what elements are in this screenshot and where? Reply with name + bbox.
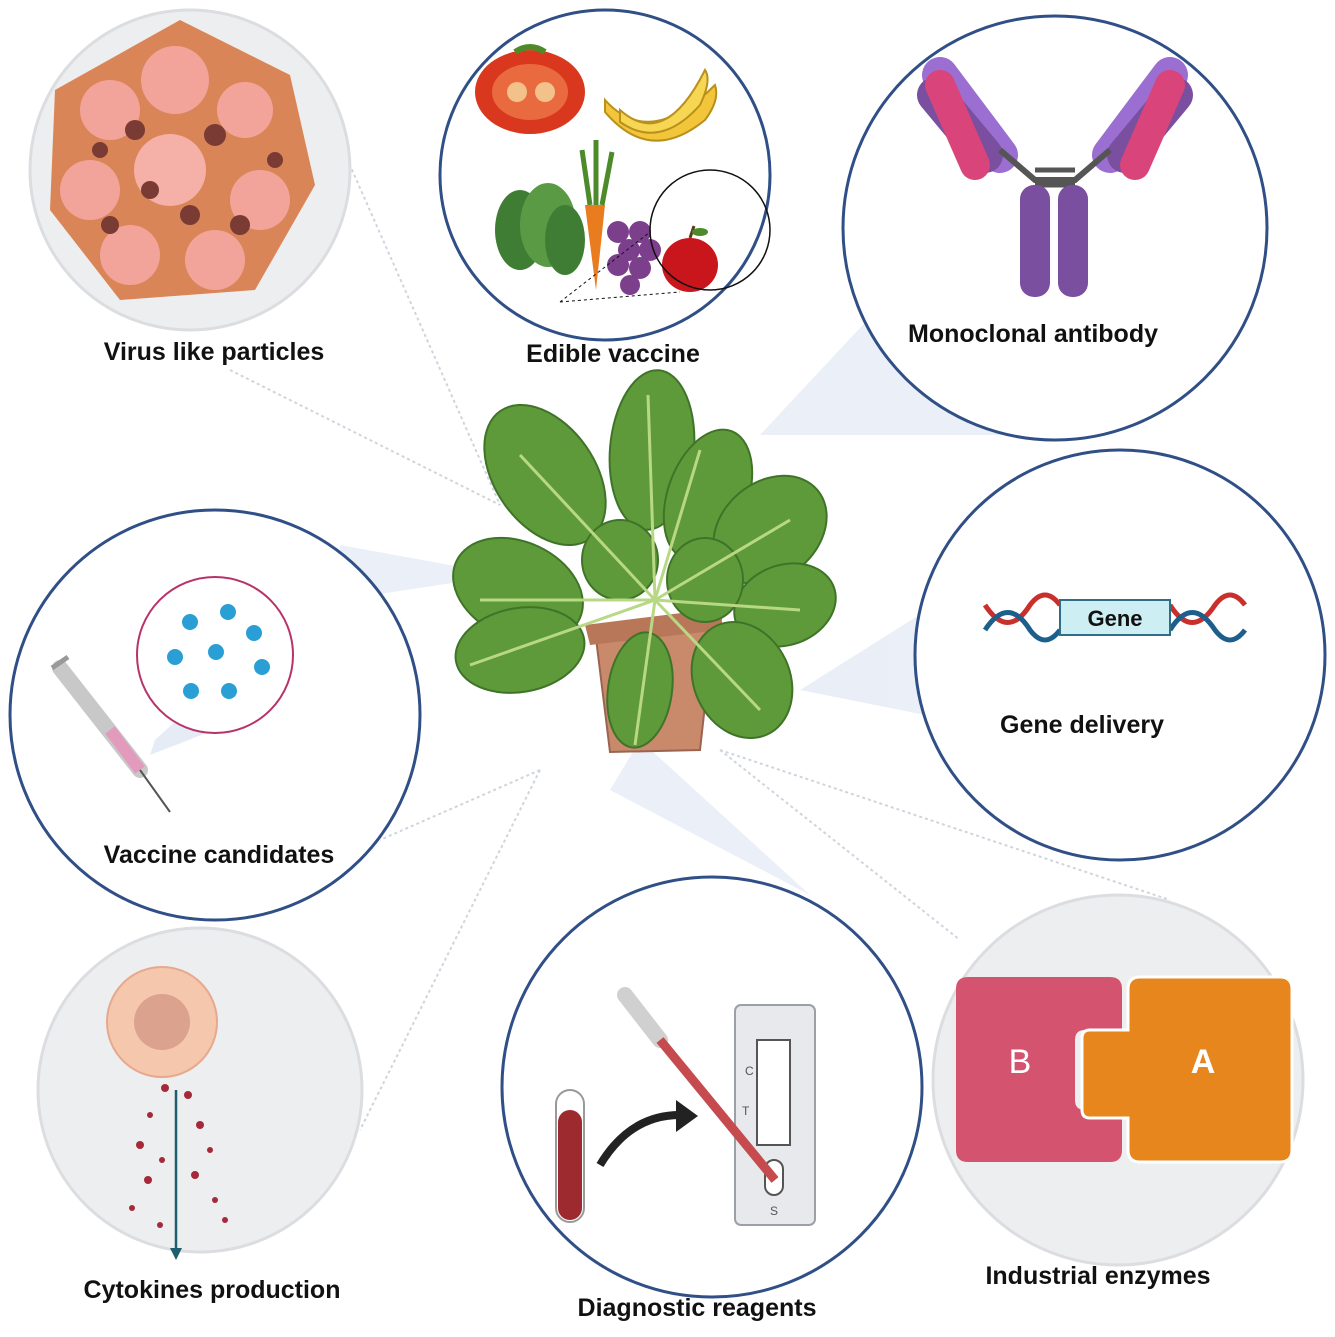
pipette-icon: [617, 987, 779, 1183]
gene-delivery-label: Gene delivery: [1000, 711, 1164, 739]
test-line-label: T: [742, 1104, 750, 1118]
zoom-circle: [649, 169, 771, 291]
vaccine-candidates-label: Vaccine candidates: [103, 841, 335, 869]
diagnostic-label: Diagnostic reagents: [577, 1294, 817, 1322]
sample-well-label: S: [770, 1204, 778, 1218]
carrot-icon: [579, 140, 615, 290]
vaccine-panel: [8, 508, 422, 922]
tomato-icon: [475, 44, 585, 134]
cytokines-panel: [36, 926, 364, 1260]
enzyme-a-label: A: [1191, 1043, 1216, 1081]
virus-particle-icon: [50, 20, 315, 300]
dna-helix-icon: [982, 592, 1247, 643]
antibody-panel: [841, 14, 1269, 442]
syringe-icon: [50, 654, 171, 813]
antibody-label: Monoclonal antibody: [908, 320, 1158, 348]
cell-nucleus-icon: [134, 994, 190, 1050]
antibody-circle: [841, 14, 1269, 442]
connector-lines: [229, 119, 1171, 1131]
gene-delivery-circle: [913, 448, 1327, 862]
gene-box-label: Gene: [1087, 606, 1142, 631]
arrowhead-icon: [170, 1248, 182, 1260]
zoom-lines: [559, 231, 681, 303]
cytokines-circle: [36, 926, 364, 1254]
apple-icon: [662, 225, 718, 292]
banana-icon: [604, 68, 718, 142]
cytokine-dots: [129, 1084, 228, 1228]
leafy-greens-icon: [495, 183, 585, 275]
enzymes-panel: B A: [931, 893, 1305, 1267]
enzyme-b-shape: [956, 977, 1122, 1162]
edible-vaccine-circle: [438, 8, 772, 342]
enzyme-b-label: B: [1009, 1043, 1032, 1081]
edible-vaccine-panel: [438, 8, 772, 342]
gene-box: [1059, 599, 1171, 636]
enzymes-label: Industrial enzymes: [985, 1262, 1211, 1290]
central-plant-icon: [452, 369, 837, 754]
diagnostic-circle: [500, 875, 924, 1299]
vlp-label: Virus like particles: [103, 338, 325, 366]
gene-delivery-panel: Gene: [913, 448, 1327, 862]
arrowhead-icon: [676, 1100, 698, 1132]
blood-tube-icon: [555, 1089, 585, 1223]
vlp-panel: [28, 8, 352, 332]
control-line-label: C: [745, 1064, 754, 1078]
curved-arrow-icon: [596, 1111, 681, 1168]
test-strip-icon: C T S: [734, 1004, 816, 1226]
cytokines-label: Cytokines production: [83, 1276, 341, 1304]
antibody-icon: [917, 57, 1193, 297]
nanoparticle-icons: [167, 604, 270, 699]
edible-vaccine-label: Edible vaccine: [526, 340, 700, 368]
enzyme-a-shape: [1080, 975, 1294, 1164]
diagnostic-panel: C T S: [500, 875, 924, 1299]
